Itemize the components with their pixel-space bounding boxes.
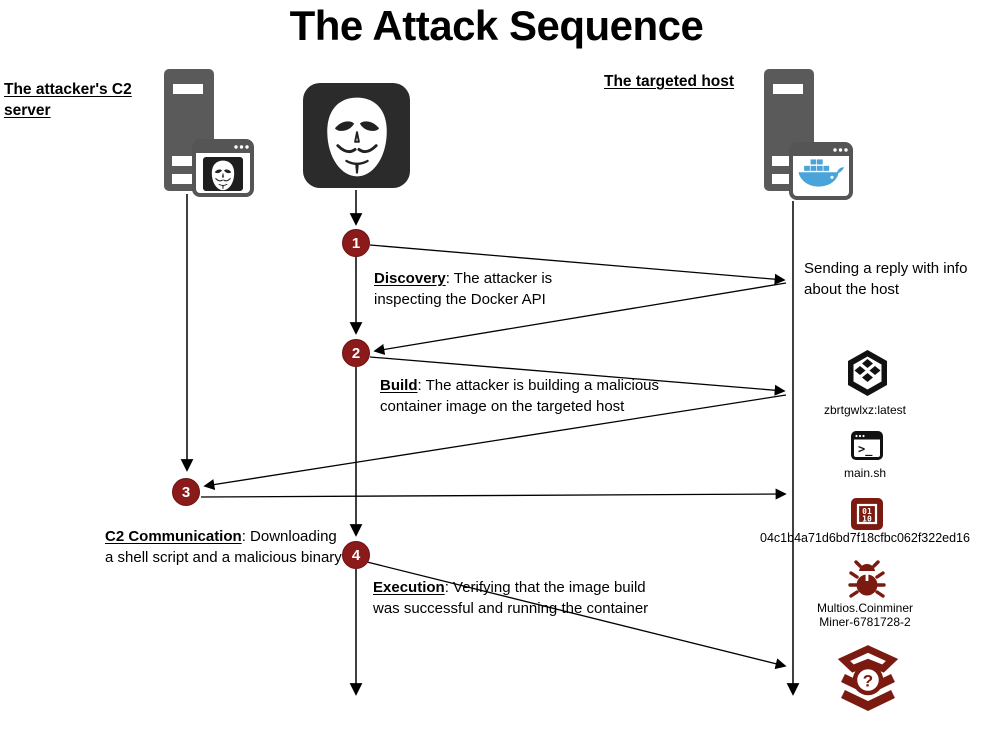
c2-terminal-window-icon xyxy=(192,139,254,197)
page-title: The Attack Sequence xyxy=(289,2,704,49)
coinminer-label-line1: Multios.Coinminer xyxy=(816,601,914,615)
step-build-text: Build: The attacker is building a malici… xyxy=(380,377,660,415)
host-reply-note: Sending a reply with info about the host xyxy=(804,260,968,298)
arrow-build-request xyxy=(369,356,786,396)
malware-package-icon: ? xyxy=(836,645,900,718)
arrow-execution xyxy=(366,561,787,670)
targeted-host-label: The targeted host xyxy=(604,73,735,90)
anonymous-mask-icon xyxy=(303,83,410,188)
step-circle-2: 2 xyxy=(342,339,370,367)
shell-script-terminal-icon: >_ xyxy=(851,431,883,465)
arrow-host-reply xyxy=(373,282,787,355)
container-image-hexagon-icon xyxy=(845,349,890,402)
arrow-discovery-request xyxy=(369,244,786,285)
step-execution-text: Execution: Verifying that the image buil… xyxy=(373,579,649,617)
c2-server-label: The attacker's C2 server xyxy=(4,81,132,119)
shell-script-label: main.sh xyxy=(843,466,887,480)
malware-bug-icon xyxy=(848,560,886,605)
arrow-c2-communication xyxy=(203,394,787,491)
svg-text:01: 01 xyxy=(862,507,872,516)
svg-text:>_: >_ xyxy=(858,442,873,457)
binary-file-icon: 01 10 xyxy=(850,497,884,536)
step-circle-3: 3 xyxy=(172,478,200,506)
svg-text:?: ? xyxy=(863,672,873,691)
binary-hash-label: 04c1b4a71d6bd7f18cfbc062f322ed16 xyxy=(760,531,970,545)
coinminer-label-line2: Miner-6781728-2 xyxy=(819,615,911,629)
step-c2-communication-text: C2 Communication: Downloading a shell sc… xyxy=(105,528,342,566)
step-circle-4: 4 xyxy=(342,541,370,569)
arrow-c2-download xyxy=(200,488,787,500)
step-discovery-text: Discovery: The attacker is inspecting th… xyxy=(374,270,553,308)
svg-text:10: 10 xyxy=(862,515,872,524)
container-image-label: zbrtgwlxz:latest xyxy=(823,403,907,417)
docker-window-icon xyxy=(789,142,853,200)
step-circle-1: 1 xyxy=(342,229,370,257)
